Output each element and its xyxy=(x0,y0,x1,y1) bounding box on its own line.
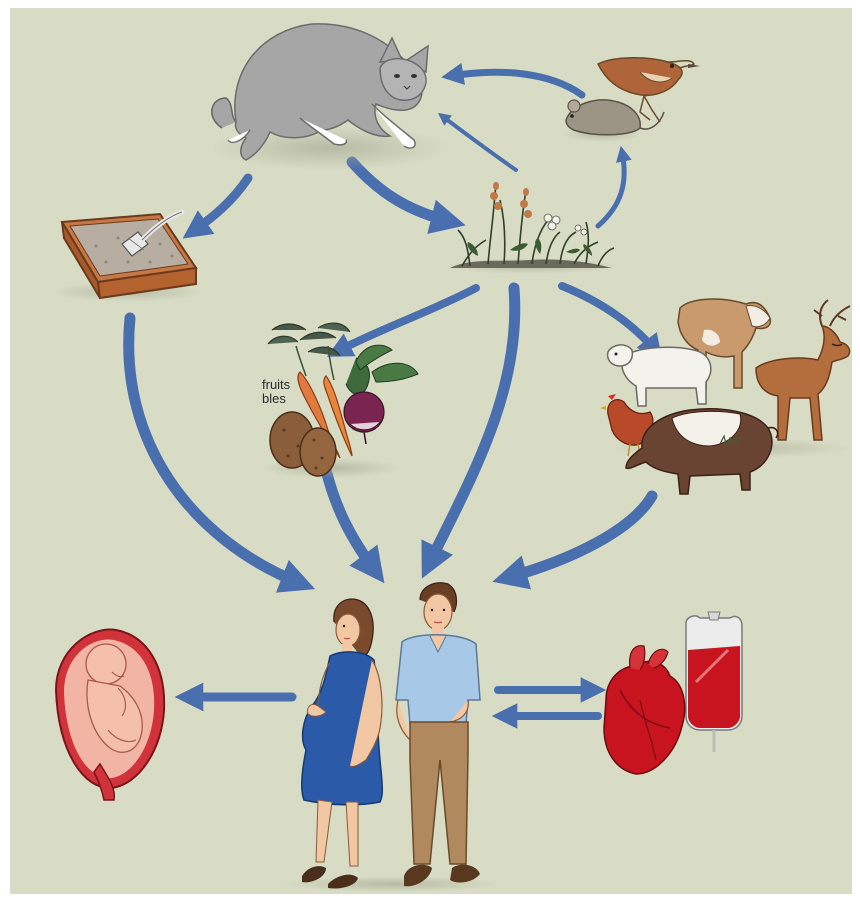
man xyxy=(396,583,480,887)
heart-and-blood-bag-icon xyxy=(604,612,742,774)
arrow-livestock-to-humans xyxy=(506,496,652,578)
arrow-bird-mouse-to-cat xyxy=(450,72,582,95)
arrow-plants-to-humans xyxy=(428,288,515,566)
pregnant-woman xyxy=(302,599,382,889)
produce-label-bles: bles xyxy=(262,392,286,406)
cat-icon xyxy=(210,24,450,170)
arrows xyxy=(129,72,656,716)
pregnant-woman-and-man-icon xyxy=(282,583,502,892)
soil-plants-icon xyxy=(444,182,616,274)
bird-and-mouse-icon xyxy=(562,58,700,142)
litter-box-icon xyxy=(52,212,204,302)
arrow-cat-to-litter xyxy=(192,178,248,232)
arrow-plants-to-mouse xyxy=(598,152,624,226)
arrow-plants-to-livestock xyxy=(562,286,656,352)
arrow-produce-to-humans xyxy=(326,470,376,572)
arrow-plants-to-produce xyxy=(336,288,476,352)
arrow-cat-to-plants xyxy=(352,162,452,222)
sheep xyxy=(608,345,711,406)
produce-label-fruits: fruits xyxy=(262,378,290,392)
arrow-plants-to-cat xyxy=(442,116,516,170)
fetus-in-womb-icon xyxy=(56,630,164,800)
